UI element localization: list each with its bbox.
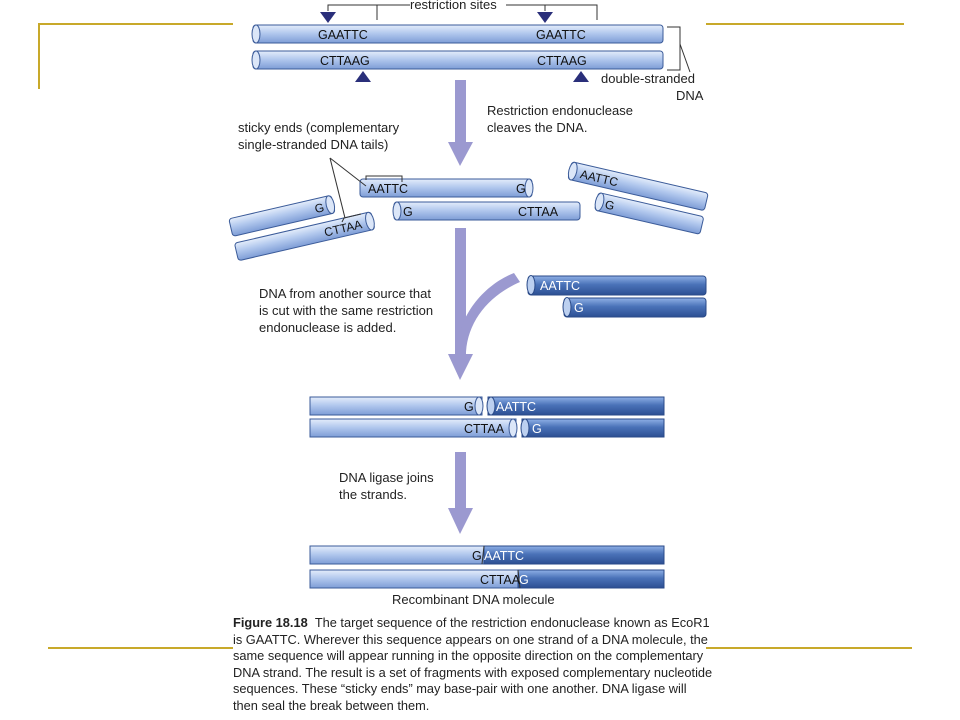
- original-dna: GAATTC GAATTC CTTAAG CTTAAG: [251, 4, 691, 82]
- annealed-aattc: AATTC: [496, 400, 536, 414]
- frame-line-bottom-right: [706, 647, 912, 649]
- label-step3-line2: the strands.: [339, 487, 407, 502]
- recomb-g: G: [472, 549, 482, 563]
- annealed-g-bottom: G: [532, 422, 542, 436]
- figure-caption: Figure 18.18 The target sequence of the …: [233, 615, 713, 714]
- label-double-stranded: double-stranded: [601, 71, 695, 86]
- frame-line-bottom-left: [48, 647, 233, 649]
- foreign-aattc: AATTC: [540, 279, 580, 293]
- arrow-step1: [448, 80, 473, 166]
- recomb-cttaa: CTTAA: [480, 573, 521, 587]
- frag-mid-aattc: AATTC: [368, 182, 408, 196]
- bottom-strand: [252, 50, 664, 70]
- frame-line-top-left: [38, 23, 233, 25]
- frag-mid-g-top: G: [516, 182, 526, 196]
- label-sticky-line2: single-stranded DNA tails): [238, 137, 389, 152]
- label-step2-line3: endonuclease is added.: [259, 320, 397, 335]
- foreign-dna: AATTC G: [526, 275, 707, 318]
- frag-right-g: G: [604, 197, 616, 213]
- frag-left-g: G: [313, 200, 325, 216]
- seq-bottom-right: CTTAAG: [537, 54, 587, 68]
- label-sticky-line1: sticky ends (complementary: [238, 120, 400, 135]
- label-restriction-sites: restriction sites: [410, 0, 497, 12]
- arrow-step3: [448, 452, 473, 534]
- label-step1-line1: Restriction endonuclease: [487, 103, 633, 118]
- arrow-step2: [448, 228, 520, 380]
- label-step1-line2: cleaves the DNA.: [487, 120, 588, 135]
- label-recombinant: Recombinant DNA molecule: [392, 592, 555, 607]
- cut-marker-top-right: [537, 12, 553, 23]
- annealed-dna: G AATTC CTTAA G: [309, 396, 665, 438]
- cut-marker-top-left: [320, 12, 336, 23]
- frag-mid-g-bottom: G: [403, 205, 413, 219]
- foreign-g: G: [574, 301, 584, 315]
- label-step3-line1: DNA ligase joins: [339, 470, 434, 485]
- cut-marker-bottom-left: [355, 71, 371, 82]
- annealed-g-top: G: [464, 400, 474, 414]
- seq-top-right: GAATTC: [536, 28, 586, 42]
- frame-line-top-right: [706, 23, 904, 25]
- cut-fragments: AATTC G G CTTAA G CTTAA AATTC G: [228, 157, 709, 261]
- figure-label: Figure 18.18: [233, 615, 308, 630]
- label-dna: DNA: [676, 88, 704, 103]
- frame-line-left-vertical: [38, 23, 40, 89]
- seq-bottom-left: CTTAAG: [320, 54, 370, 68]
- annealed-cttaa: CTTAA: [464, 422, 505, 436]
- recomb-g-bottom: G: [519, 573, 529, 587]
- cut-marker-bottom-right: [573, 71, 589, 82]
- seq-top-left: GAATTC: [318, 28, 368, 42]
- label-step2-line1: DNA from another source that: [259, 286, 431, 301]
- label-step2-line2: is cut with the same restriction: [259, 303, 434, 318]
- recomb-aattc: AATTC: [484, 549, 524, 563]
- frag-mid-cttaa: CTTAA: [518, 205, 559, 219]
- recombinant-dna: G AATTC CTTAA G: [309, 545, 665, 589]
- caption-text: The target sequence of the restriction e…: [233, 615, 713, 713]
- top-strand: [252, 24, 664, 44]
